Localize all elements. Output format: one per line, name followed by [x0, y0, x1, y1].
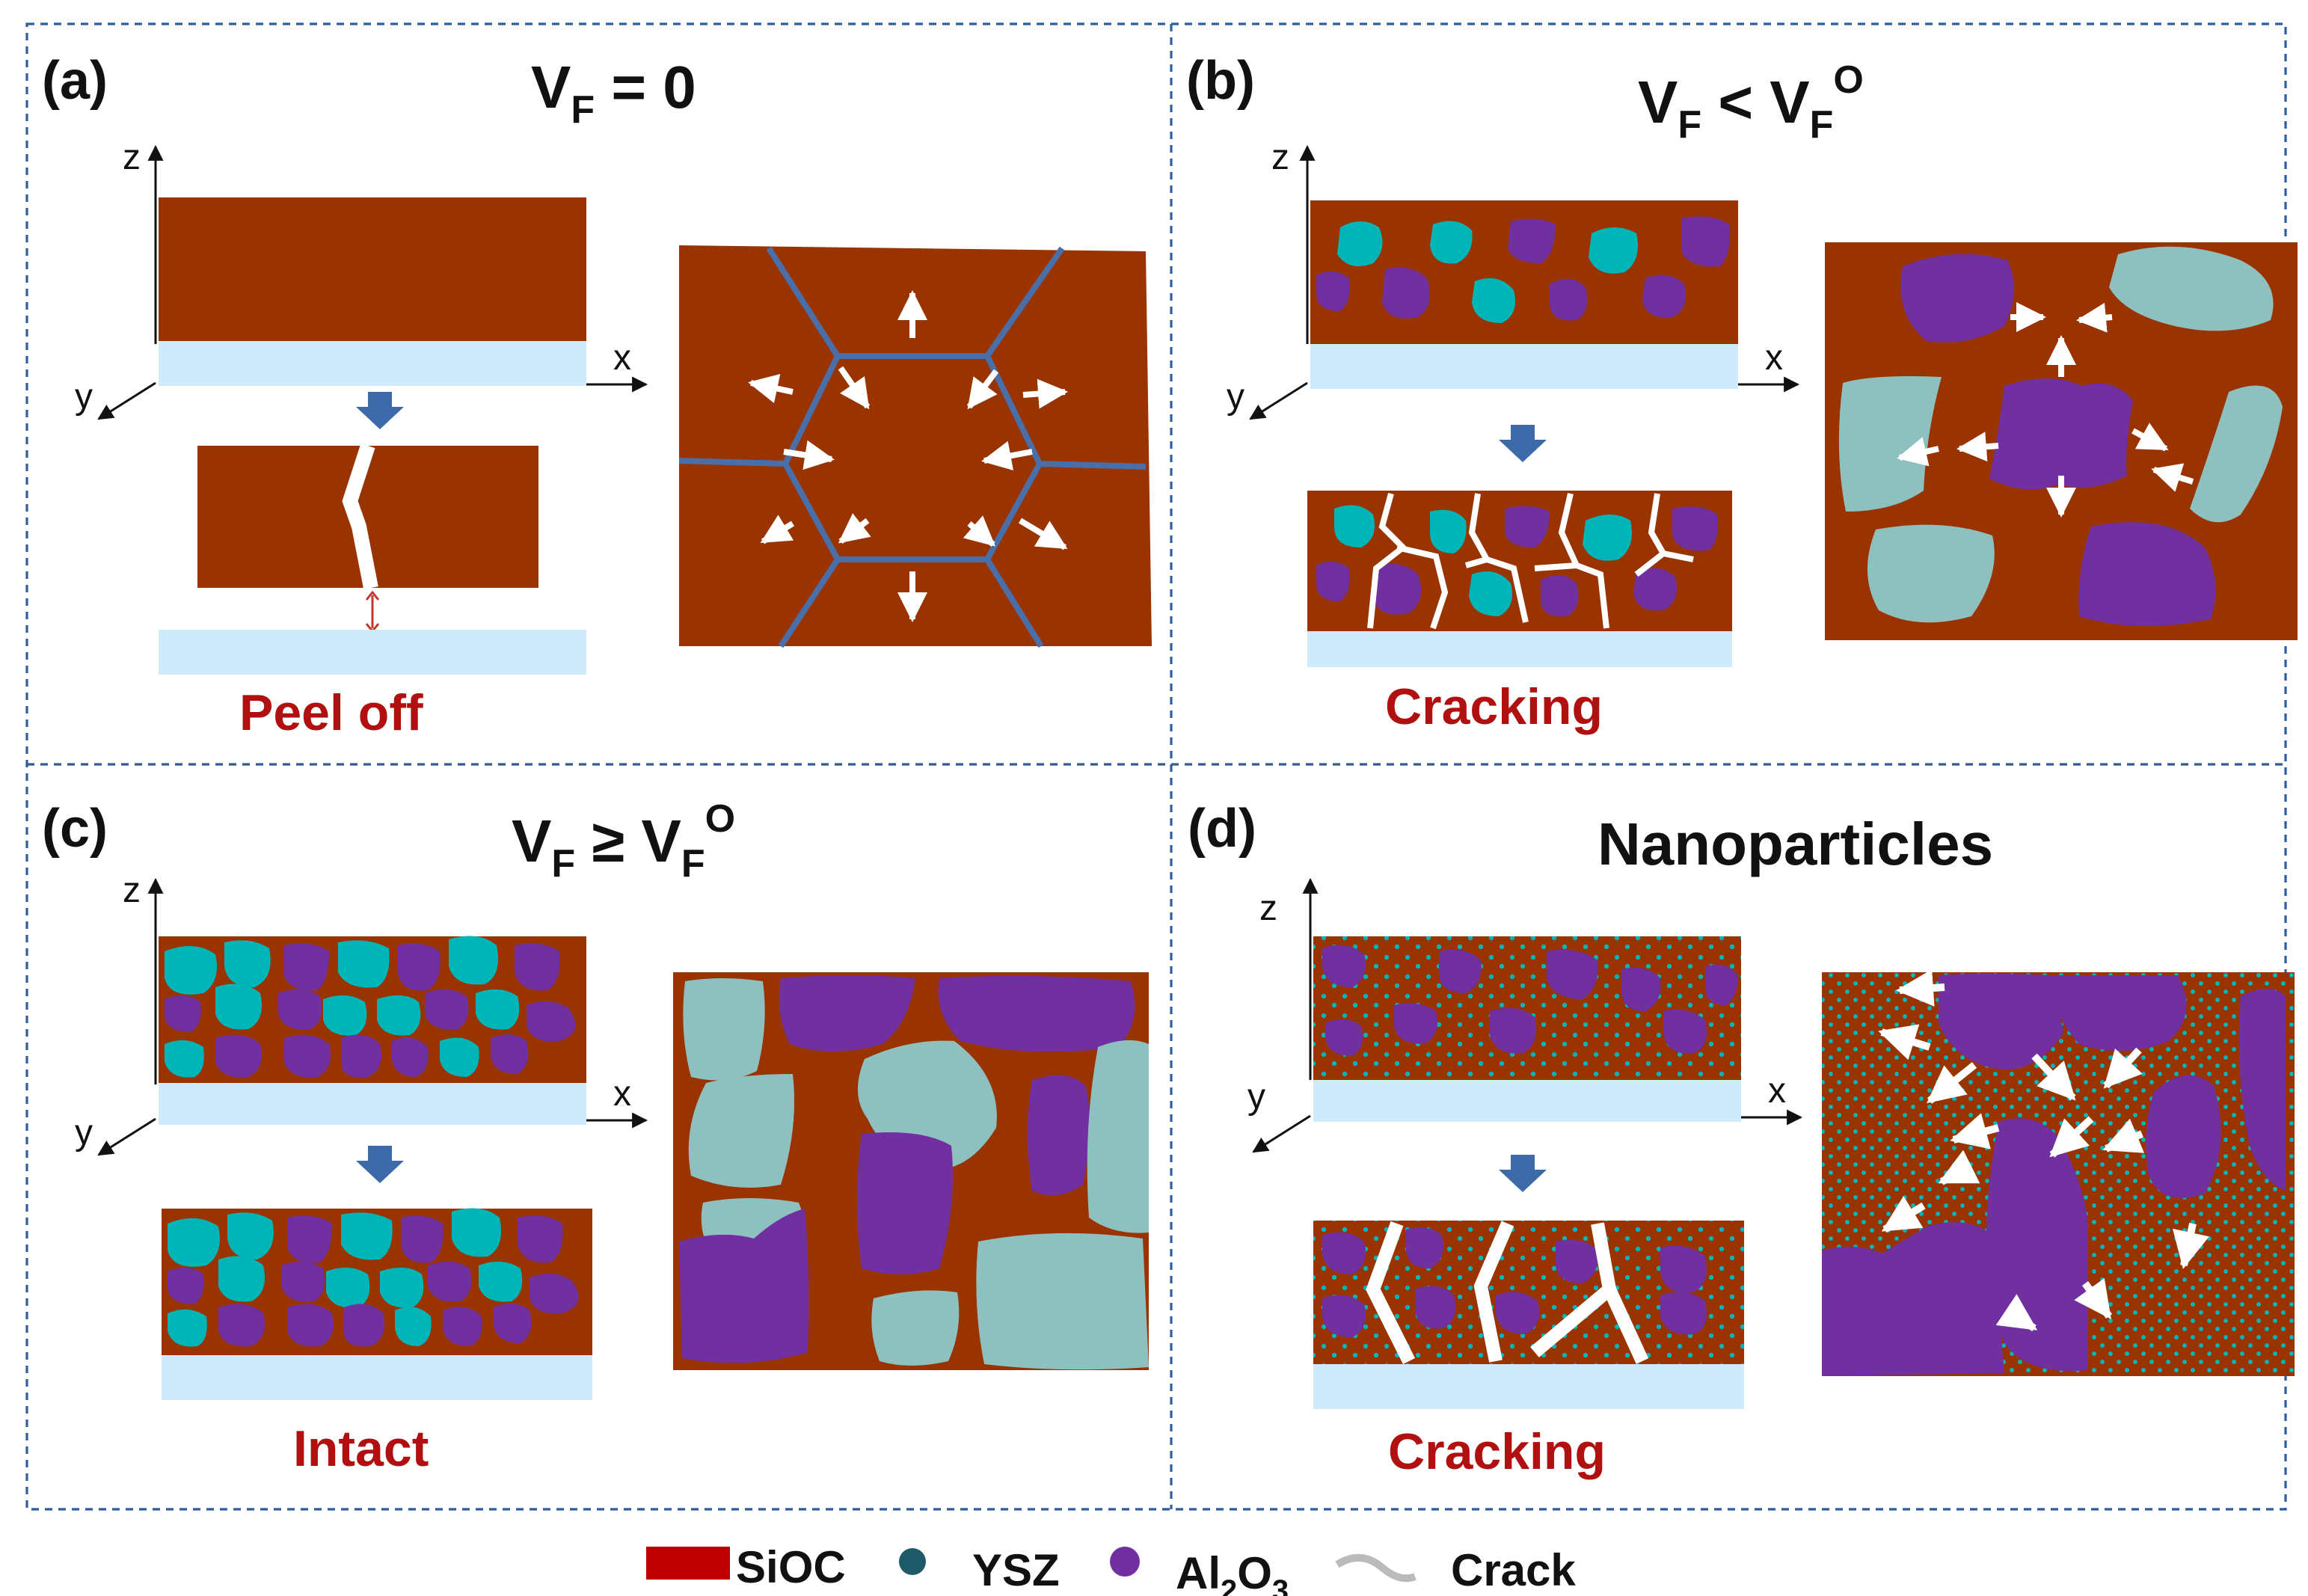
axes-c: z y x — [75, 871, 648, 1156]
cracks-d — [1366, 1221, 1649, 1365]
panel-title-d: Nanoparticles — [1598, 811, 1993, 877]
outer-frame — [25, 22, 2287, 1511]
legend-al2o3-label: Al2O3 — [1176, 1548, 1289, 1596]
legend-crack-label: Crack — [1451, 1545, 1576, 1595]
caption-c: Intact — [293, 1420, 429, 1477]
substrate-d2 — [1313, 1364, 1744, 1409]
axis-x-c: x — [613, 1074, 631, 1114]
particles-bottom-d — [1322, 1227, 1707, 1337]
axis-x-a: x — [613, 338, 631, 378]
legend-al2o3-swatch — [1110, 1547, 1140, 1577]
axis-y-a: y — [75, 377, 93, 417]
substrate-a — [159, 341, 586, 386]
process-arrow-c — [356, 1146, 404, 1183]
axis-z-b: z — [1271, 138, 1289, 177]
substrate-b2 — [1307, 631, 1732, 667]
axis-x-b: x — [1765, 338, 1783, 378]
axis-z-d: z — [1259, 888, 1277, 928]
process-arrow-d — [1499, 1155, 1547, 1192]
substrate-c — [159, 1083, 586, 1125]
panel-label-d: (d) — [1188, 799, 1256, 859]
legend-ysz-swatch — [899, 1548, 926, 1575]
panel-c: (c) VF ≥ VFO z y x — [42, 797, 1149, 1477]
panel-title-a: VF = 0 — [531, 54, 696, 132]
process-arrow-b — [1499, 425, 1547, 462]
axis-x-d: x — [1768, 1071, 1786, 1111]
substrate-d — [1313, 1080, 1741, 1122]
plan-view-b — [1825, 242, 2298, 640]
caption-a: Peel off — [239, 684, 423, 741]
panel-label-c: (c) — [42, 799, 108, 859]
particles-bottom-c — [168, 1208, 579, 1347]
caption-b: Cracking — [1385, 678, 1603, 735]
axes-b: z y x — [1227, 138, 1800, 420]
panel-a: (a) VF = 0 z y x Peel off — [42, 51, 1152, 741]
axis-y-d: y — [1247, 1077, 1265, 1117]
legend-ysz-label: YSZ — [972, 1545, 1060, 1595]
axis-z-a: z — [123, 138, 141, 177]
coating-layer-a — [159, 197, 586, 341]
axes-d: z y x — [1247, 877, 1803, 1153]
plan-view-a — [678, 245, 1152, 648]
plan-view-c — [673, 972, 1149, 1370]
plan-view-d — [1822, 969, 2295, 1376]
legend-sioc-swatch — [646, 1547, 730, 1580]
axis-y-c: y — [75, 1113, 93, 1153]
panel-title-c: VF ≥ VFO — [512, 797, 735, 886]
particles-top-c — [165, 936, 576, 1078]
particles-bottom-b — [1316, 505, 1718, 617]
panel-title-b: VF < VFO — [1638, 58, 1864, 147]
particles-top-b — [1316, 216, 1730, 323]
crack-line-a — [342, 443, 378, 589]
substrate-b — [1310, 344, 1738, 389]
particles-top-d — [1322, 945, 1738, 1056]
substrate-peeled-a — [159, 630, 586, 675]
axis-y-b: y — [1227, 377, 1244, 417]
legend-sioc-label: SiOC — [736, 1542, 846, 1592]
axes-a: z y x — [75, 138, 648, 420]
panel-label-a: (a) — [42, 51, 108, 111]
legend: SiOC YSZ Al2O3 Crack — [646, 1542, 1576, 1596]
panel-b: (b) VF < VFO z y x — [1186, 51, 2298, 735]
substrate-c2 — [162, 1355, 592, 1400]
panel-label-b: (b) — [1186, 51, 1255, 111]
cracks-b — [1367, 492, 1694, 630]
legend-crack-swatch — [1335, 1553, 1417, 1583]
panel-d: (d) Nanoparticles z y x — [1188, 799, 2295, 1480]
caption-d: Cracking — [1388, 1423, 1606, 1480]
axis-z-c: z — [123, 871, 141, 910]
process-arrow-a — [356, 392, 404, 429]
